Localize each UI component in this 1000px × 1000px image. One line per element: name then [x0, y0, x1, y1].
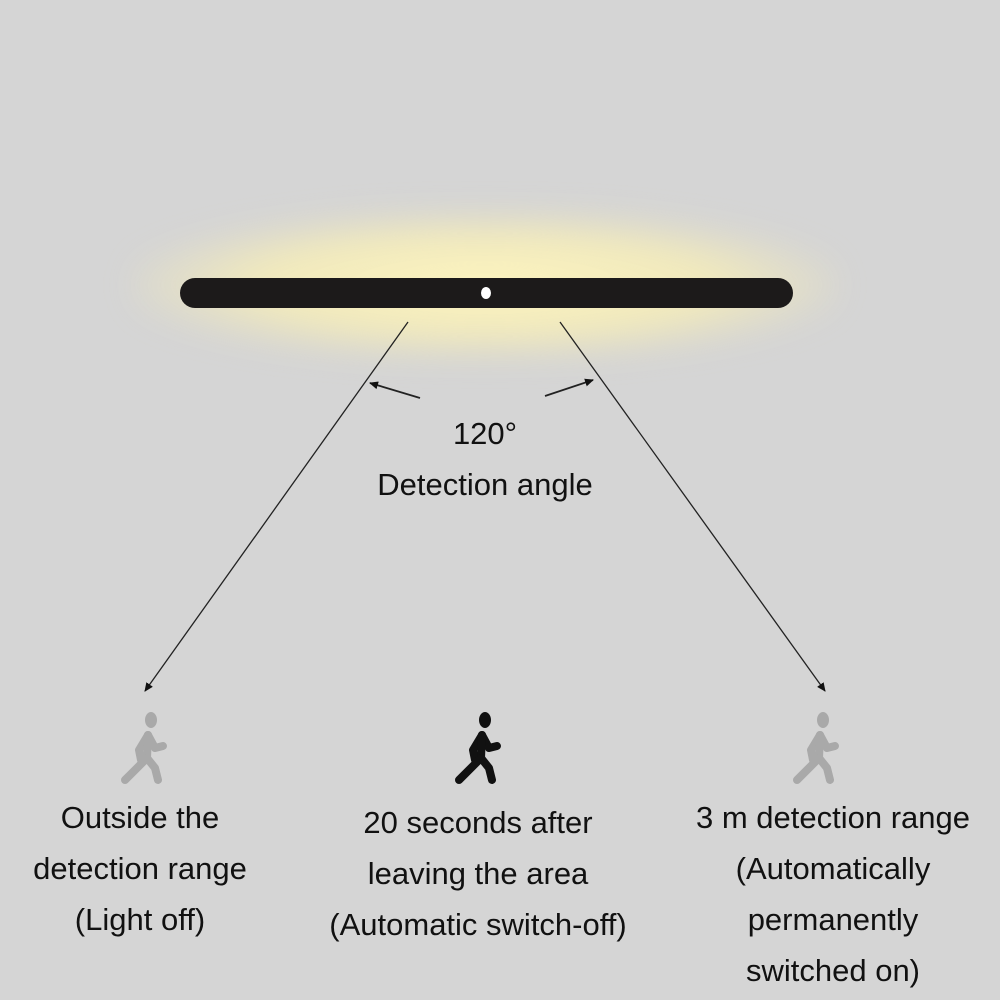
caption-line: switched on) — [745, 953, 921, 988]
caption-line: leaving the area — [367, 856, 589, 891]
angle-label: Detection angle — [377, 467, 593, 502]
right-range-line — [559, 321, 826, 692]
right-angle-arrow — [544, 378, 594, 397]
person-walking-icon-right — [793, 712, 839, 784]
caption-line: 20 seconds after — [363, 805, 593, 840]
angle-value: 120° — [452, 416, 518, 451]
caption-line: Outside the — [60, 800, 220, 835]
left-angle-arrow — [369, 381, 421, 399]
caption-line: (Light off) — [74, 902, 206, 937]
caption-line: 3 m detection range — [695, 800, 971, 835]
person-walking-icon-left — [121, 712, 167, 784]
caption-outside-range: Outside the detection range (Light off) — [33, 792, 247, 945]
left-range-line — [144, 321, 409, 692]
caption-line: (Automatic switch-off) — [329, 907, 627, 942]
caption-line: permanently — [747, 902, 919, 937]
person-walking-icon-center — [455, 712, 501, 784]
motion-sensor — [481, 287, 491, 299]
caption-after-leaving: 20 seconds after leaving the area (Autom… — [329, 797, 626, 950]
caption-detection-range: 3 m detection range (Automatically perma… — [696, 792, 970, 996]
caption-line: (Automatically — [735, 851, 931, 886]
caption-line: detection range — [33, 851, 247, 886]
